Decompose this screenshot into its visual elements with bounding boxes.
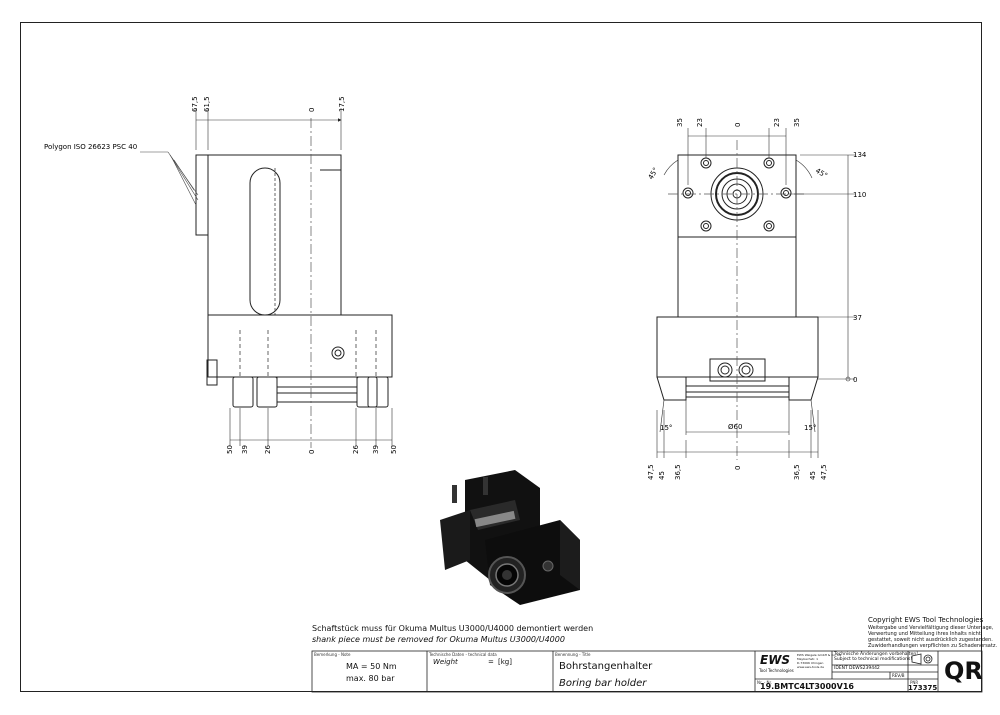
right-foot [788, 376, 819, 401]
rdim-b47-5: 47,5 [647, 464, 655, 480]
angle-15-left: 15° [660, 424, 672, 432]
tech-header: Technische Daten - technical data [429, 652, 497, 657]
dim-67-5: 67,5 [191, 96, 199, 112]
rdim-b36-5r: 36,5 [793, 464, 801, 480]
left-view [140, 118, 393, 448]
rdim-b45: 45 [658, 471, 666, 480]
note-en: shank piece must be removed for Okuma Mu… [312, 635, 565, 644]
rdim-35r: 35 [793, 118, 801, 127]
company-address: EWS Weigele GmbH & Co. KG Maybachstr. 1 … [797, 653, 841, 669]
rdim-b45r: 45 [809, 471, 817, 480]
address-line: www.ews-tools.de [797, 665, 824, 669]
name-header: Benennung - Title [555, 652, 591, 657]
angle-45-right: 45° [814, 167, 829, 180]
weight-unit: [kg] [498, 658, 512, 666]
title-de: Bohrstangenhalter [559, 661, 653, 672]
nr-header: Nr. - Nr. [757, 680, 773, 685]
dim-b39: 39 [241, 445, 249, 454]
right-top-dims [687, 128, 787, 185]
isometric-render [440, 470, 580, 605]
part-number: 19.BMTC4LT3000V16 [760, 682, 854, 691]
address-line: D-73066 Uhingen [797, 661, 824, 665]
left-foot [656, 376, 687, 401]
ews-logo: EWS [760, 653, 791, 667]
ident-value: DEWS239442 [849, 666, 880, 671]
qr-label: QR [944, 657, 983, 685]
lower-block [207, 314, 393, 378]
copyright-line: Verwertung und Mitteilung ihres Inhalts … [868, 631, 981, 637]
angle-15-right: 15° [804, 424, 816, 432]
copyright-line: Weitergabe und Vervielfältigung dieser U… [868, 625, 994, 631]
note-de: Schaftstück muss für Okuma Multus U3000/… [312, 624, 594, 633]
rdim-b47-5r: 47,5 [820, 464, 828, 480]
diameter-60: Ø60 [728, 423, 742, 431]
address-line: EWS Weigele GmbH & Co. KG [797, 653, 842, 657]
rdim-35: 35 [676, 118, 684, 127]
copyright-line: gestattet, soweit nicht ausdrücklich zug… [868, 637, 993, 643]
left-bottom-dims [229, 408, 393, 446]
rev-label: REV. [892, 673, 901, 678]
rdim-0: 0 [734, 123, 742, 127]
angle-45-left: 45° [647, 166, 660, 181]
remark-header: Bemerkung - Note [314, 652, 351, 657]
rdim-b36-5: 36,5 [674, 464, 682, 480]
dim-b50: 50 [226, 445, 234, 454]
title-en: Boring bar holder [559, 678, 647, 689]
rev-value: -/B [899, 673, 905, 678]
rdim-23r: 23 [773, 118, 781, 127]
rdim-134: 134 [853, 151, 867, 159]
projection-symbol-icon [911, 653, 933, 665]
port-circle [331, 346, 345, 360]
ident-label: IDENT [834, 666, 848, 671]
clamp-foot-1 [232, 376, 254, 408]
rdim-side-0: 0 [853, 376, 857, 384]
change-line: Technische Änderungen vorbehalten! [834, 652, 919, 657]
address-line: Maybachstr. 1 [797, 657, 819, 661]
weight-label: Weight [433, 658, 458, 666]
dim-0: 0 [308, 108, 316, 112]
port-plate [709, 358, 766, 382]
change-line: Subject to technical modifications! [834, 657, 913, 662]
clamp-foot-4 [367, 376, 389, 408]
bottom-plate [276, 376, 358, 403]
right-side-dims [790, 154, 855, 380]
rdim-110: 110 [853, 191, 866, 199]
weight-eq: = [488, 658, 494, 666]
dim-b0: 0 [308, 450, 316, 454]
dim-b39r: 39 [372, 445, 380, 454]
copyright-line: Zuwiderhandlungen verpflichten zu Schade… [868, 643, 998, 649]
rdim-23: 23 [696, 118, 704, 127]
pnr-label: PNR [910, 680, 919, 685]
polygon-label: Polygon ISO 26623 PSC 40 [44, 143, 137, 151]
remark-line-1: MA = 50 Nm [346, 662, 397, 671]
dim-17-5: 17,5 [338, 96, 346, 112]
dim-b26: 26 [264, 445, 272, 454]
bottom-plate [685, 376, 790, 398]
pnr-value: 173375 [908, 684, 938, 692]
ews-logo-sub: Tool Technologies [759, 668, 794, 673]
dim-b50r: 50 [390, 445, 398, 454]
clamp-foot-2 [256, 376, 278, 408]
clamp-foot-3 [356, 376, 378, 408]
change-note: Technische Änderungen vorbehalten! Subje… [834, 652, 918, 662]
right-view [656, 140, 819, 460]
dim-61-5: 61,5 [203, 96, 211, 112]
remark-line-2: max. 80 bar [346, 674, 395, 683]
copyright-text: Weitergabe und Vervielfältigung dieser U… [868, 625, 997, 649]
right-bottom-dims [656, 410, 819, 458]
rdim-37: 37 [853, 314, 862, 322]
left-top-dims [195, 108, 342, 150]
side-stub [206, 359, 218, 386]
rdim-b0: 0 [734, 466, 742, 470]
dim-b26r: 26 [352, 445, 360, 454]
copyright-title: Copyright EWS Tool Technologies [868, 616, 984, 624]
lower-block [656, 316, 819, 378]
